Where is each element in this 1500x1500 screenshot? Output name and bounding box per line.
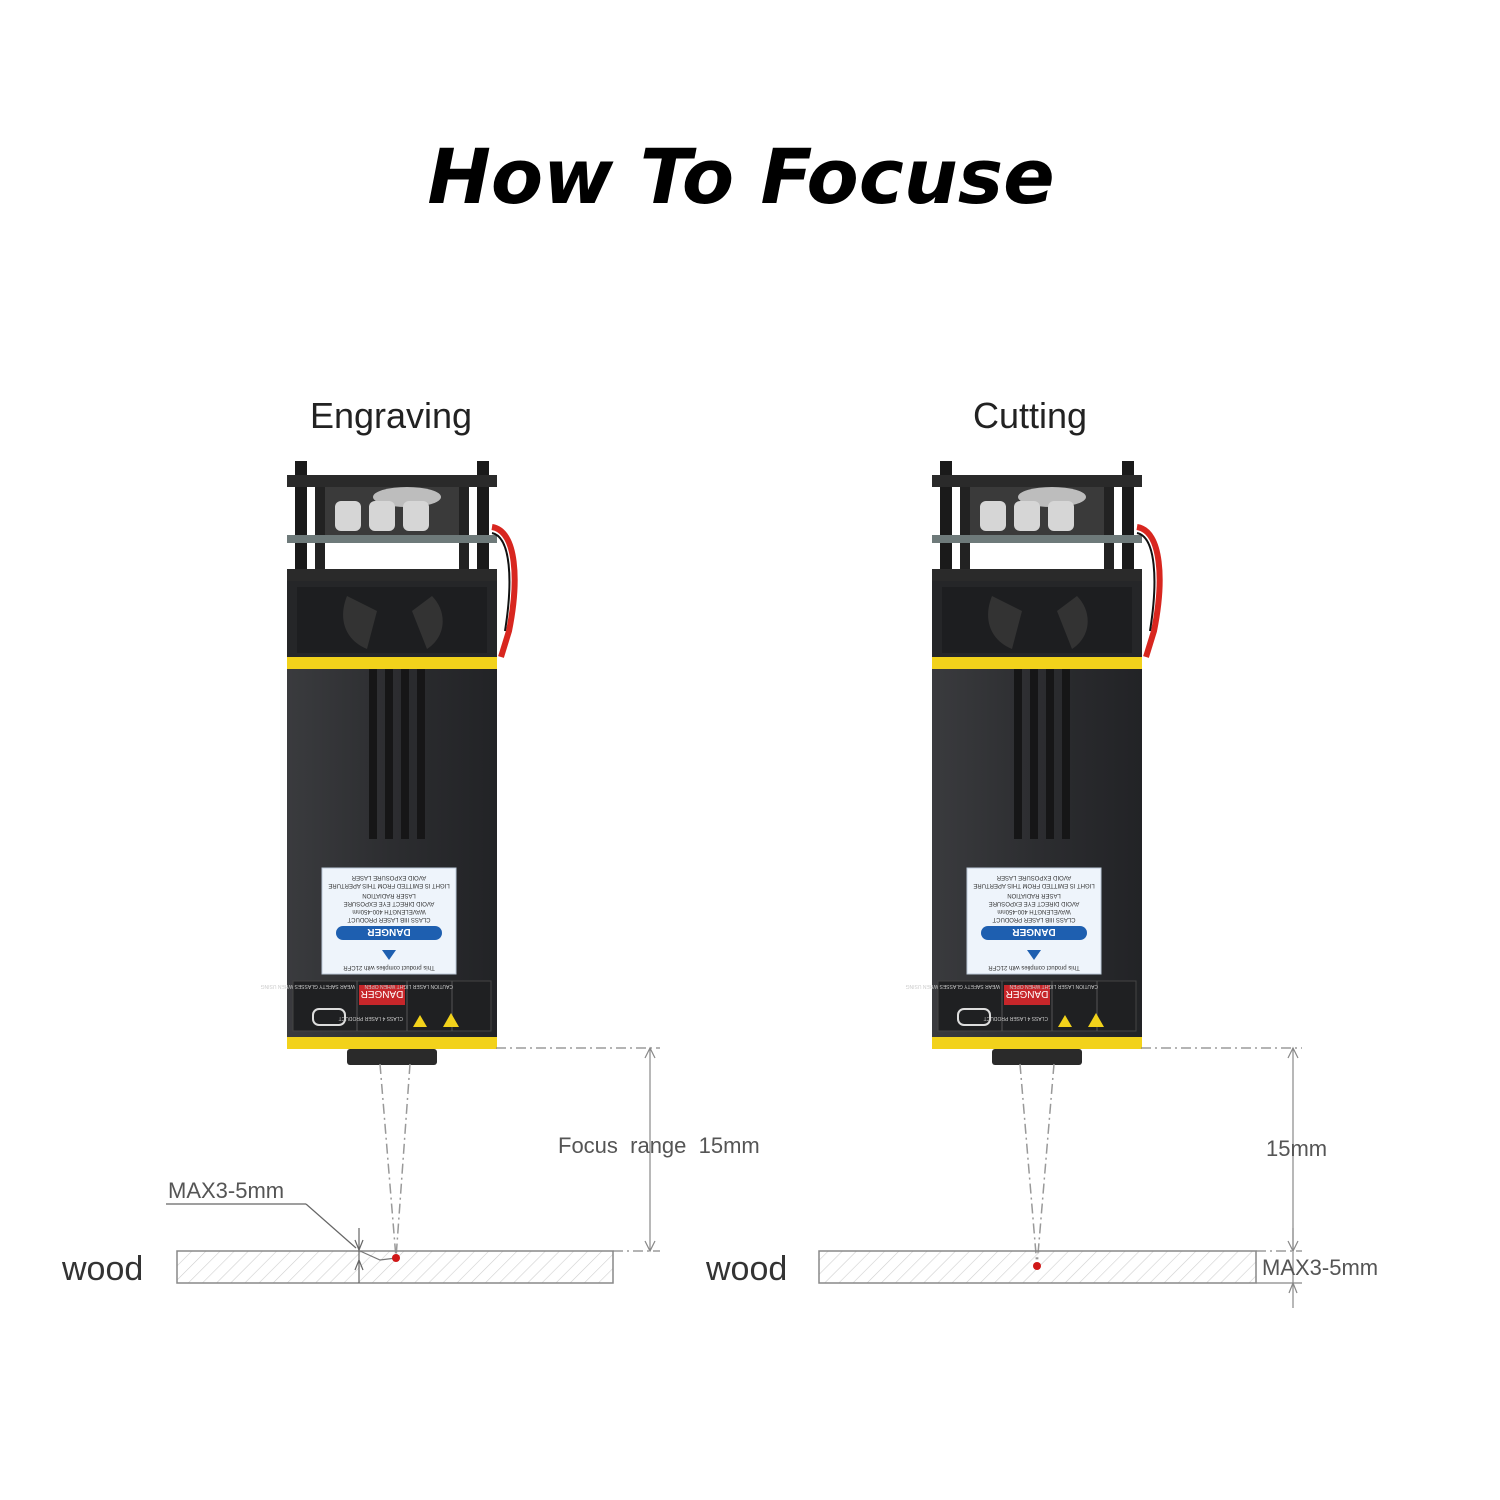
- safety-glasses-icon: [312, 1008, 346, 1026]
- label-line-2: LIGHT IS EMITTED FROM THIS APERTURE: [973, 882, 1094, 888]
- label-line-3: LASER RADIATION: [1007, 892, 1061, 898]
- warn-caution-text: CAUTION LASER LIGHT WHEN OPEN: [1009, 983, 1098, 989]
- warning-triangle-icon-2: [443, 1013, 459, 1027]
- label-line-4: AVOID DIRECT EYE EXPOSURE: [989, 900, 1080, 906]
- label-line-3: LASER RADIATION: [362, 892, 416, 898]
- danger-tag-text: DANGER: [1006, 988, 1049, 999]
- focus-range-dimension-left: [496, 1046, 660, 1253]
- laser-safety-label-right: DANGER AVOID EXPOSURE LASER LIGHT IS EMI…: [966, 867, 1102, 975]
- danger-tag: [359, 985, 405, 1005]
- label-line-6: CLASS IIIB LASER PRODUCT: [992, 916, 1075, 922]
- material-label-right: wood: [705, 1250, 787, 1288]
- label-line-1: AVOID EXPOSURE LASER: [351, 874, 426, 880]
- danger-banner: [336, 926, 442, 940]
- warn-caution-text: CAUTION LASER LIGHT WHEN OPEN: [364, 983, 453, 989]
- material-label-left: wood: [61, 1250, 143, 1288]
- focus-range-dimension-right: [1141, 1046, 1302, 1308]
- warning-triangle-icon-2: [1088, 1013, 1104, 1027]
- depth-label-right: MAX3-5mm: [1262, 1255, 1378, 1280]
- range-label-right: 15mm: [1266, 1136, 1327, 1161]
- label-line-7: This product complies with 21CFR: [988, 964, 1080, 970]
- label-line-5: WAVELENGTH 400-450nm: [997, 908, 1070, 914]
- engrave-notch: [359, 1250, 397, 1261]
- label-line-2: LIGHT IS EMITTED FROM THIS APERTURE: [328, 882, 449, 888]
- label-line-5: WAVELENGTH 400-450nm: [352, 908, 425, 914]
- depth-label-left: MAX3-5mm: [168, 1178, 284, 1203]
- focus-range-label: Focus range 15mm: [558, 1133, 760, 1158]
- safety-glasses-icon: [957, 1008, 991, 1026]
- laser-label-triangle-icon: [382, 950, 396, 960]
- label-line-6: CLASS IIIB LASER PRODUCT: [347, 916, 430, 922]
- laser-beam-cutting: [1019, 1063, 1055, 1267]
- warn-class-text: CLASS 4 LASER PRODUCT: [339, 1015, 403, 1021]
- warn-glasses-text: WEAR SAFETY GLASSES WHEN USING: [906, 983, 1000, 989]
- laser-dot-icon: [392, 1254, 400, 1262]
- danger-text: DANGER: [367, 926, 411, 937]
- label-line-1: AVOID EXPOSURE LASER: [996, 874, 1071, 880]
- warn-glasses-text: WEAR SAFETY GLASSES WHEN USING: [261, 983, 355, 989]
- danger-text: DANGER: [1012, 926, 1056, 937]
- label-line-4: AVOID DIRECT EYE EXPOSURE: [344, 900, 435, 906]
- danger-banner: [981, 926, 1087, 940]
- warning-strip-right: DANGER CAUTION LASER LIGHT WHEN OPEN CLA…: [906, 983, 1104, 1027]
- laser-label-triangle-icon: [1027, 950, 1041, 960]
- depth-leader-left: [166, 1203, 364, 1283]
- warning-triangle-icon: [1058, 1015, 1072, 1027]
- cutting-heading: Cutting: [973, 395, 1087, 436]
- label-line-7: This product complies with 21CFR: [343, 964, 435, 970]
- warning-strip-left: DANGER CAUTION LASER LIGHT WHEN OPEN CLA…: [261, 983, 459, 1027]
- engraving-heading: Engraving: [310, 395, 472, 436]
- danger-tag-text: DANGER: [361, 988, 404, 999]
- laser-safety-label-left: DANGER AVOID EXPOSURE LASER LIGHT IS EMI…: [321, 867, 457, 975]
- warning-triangle-icon: [413, 1015, 427, 1027]
- page-title: How To Focuse: [427, 132, 1054, 221]
- laser-beam-engraving: [379, 1063, 411, 1259]
- danger-tag: [1004, 985, 1050, 1005]
- laser-dot-icon: [1033, 1262, 1041, 1270]
- warn-class-text: CLASS 4 LASER PRODUCT: [984, 1015, 1048, 1021]
